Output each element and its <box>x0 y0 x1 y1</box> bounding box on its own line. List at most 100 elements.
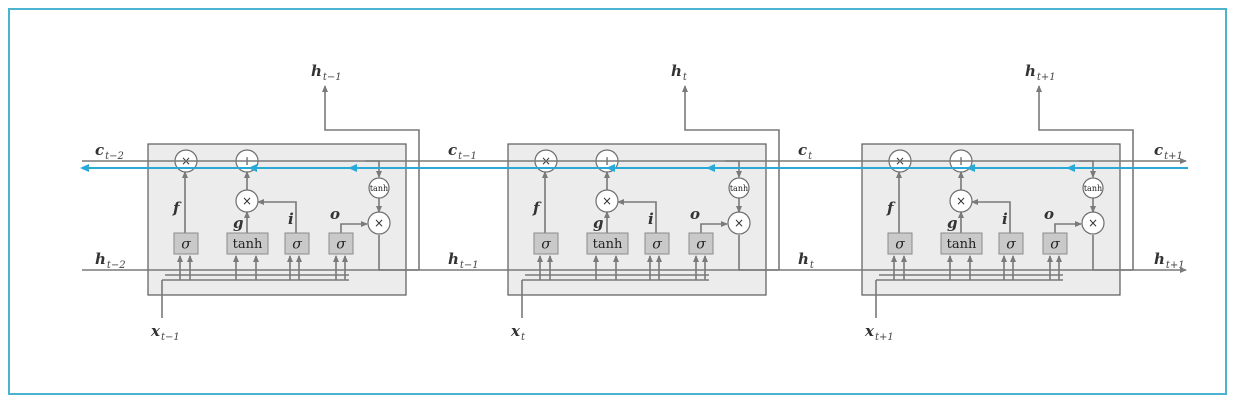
gate-letter-i: i <box>288 210 294 228</box>
h-output-label-sub: t−1 <box>323 72 342 83</box>
h-output-label-main: h <box>311 62 322 80</box>
input-multiply-symbol: × <box>242 194 252 208</box>
gate-letter-g: g <box>233 214 244 232</box>
x-input-label-main: x <box>864 322 875 340</box>
c-state-label-main: c <box>798 141 807 159</box>
sigma-i-label: σ <box>652 236 662 252</box>
x-input-label-main: x <box>510 322 521 340</box>
h-state-label-sub: t−1 <box>460 260 479 271</box>
x-input-label-sub: t <box>521 332 526 343</box>
output-multiply-circle <box>727 211 751 235</box>
output-gate-wire <box>700 221 728 233</box>
sigma-i-box <box>998 232 1024 255</box>
h-initial-label: ht−2 <box>95 250 126 271</box>
c-state-label: ct+1 <box>1154 141 1183 162</box>
input-multiply-circle <box>595 189 619 213</box>
input-gate-wire <box>257 199 297 233</box>
input-gate-wire <box>617 199 657 233</box>
h-output-label-main: h <box>1025 62 1036 80</box>
h-output-label: ht+1 <box>1025 62 1056 83</box>
sigma-o-label: σ <box>696 236 706 252</box>
sigma-o-box <box>1042 232 1068 255</box>
output-multiply-symbol: × <box>734 216 744 230</box>
cell-tanh-circle <box>1082 177 1104 199</box>
gate-letter-f: f <box>532 199 542 217</box>
h-up-wire <box>322 85 420 270</box>
sigma-f-label: σ <box>541 236 551 252</box>
tanh-g-label: tanh <box>947 237 977 252</box>
output-gate-wire <box>1054 221 1082 233</box>
h-output-label: ht <box>671 62 688 83</box>
x-input-label: xt <box>510 322 526 343</box>
h-state-label-sub: t <box>810 260 815 271</box>
h-output-label-main: h <box>671 62 682 80</box>
gate-letter-o: o <box>330 205 340 223</box>
c-initial-label-sub: t−2 <box>105 151 124 162</box>
h-output-label-sub: t+1 <box>1037 72 1056 83</box>
h-state-label: ht+1 <box>1154 250 1185 271</box>
sigma-f-label: σ <box>895 236 905 252</box>
tanh-g-box <box>940 232 983 255</box>
x-input-label: xt−1 <box>150 322 180 343</box>
sigma-i-box <box>284 232 310 255</box>
c-initial-label-main: c <box>95 141 104 159</box>
tanh-g-label: tanh <box>233 237 263 252</box>
c-state-label-main: c <box>1154 141 1163 159</box>
output-gate-wire <box>340 221 368 233</box>
sigma-o-box <box>688 232 714 255</box>
gate-letter-i: i <box>1002 210 1008 228</box>
c-state-label: ct <box>798 141 813 162</box>
output-multiply-circle <box>1081 211 1105 235</box>
output-multiply-symbol: × <box>374 216 384 230</box>
cell-tanh-circle <box>728 177 750 199</box>
input-multiply-symbol: × <box>602 194 612 208</box>
h-up-wire <box>682 85 780 270</box>
h-state-label-main: h <box>798 250 809 268</box>
gate-letter-o: o <box>690 205 700 223</box>
input-multiply-circle <box>235 189 259 213</box>
c-state-label-sub: t−1 <box>458 151 477 162</box>
tanh-g-box <box>226 232 269 255</box>
c-state-label: ct−1 <box>448 141 477 162</box>
x-input-label-sub: t+1 <box>875 332 894 343</box>
x-input-label: xt+1 <box>864 322 894 343</box>
tanh-g-label: tanh <box>593 237 623 252</box>
sigma-o-label: σ <box>336 236 346 252</box>
sigma-i-label: σ <box>1006 236 1016 252</box>
x-input-label-main: x <box>150 322 161 340</box>
h-up-wire <box>1036 85 1134 270</box>
input-multiply-circle <box>949 189 973 213</box>
h-state-label-main: h <box>1154 250 1165 268</box>
c-state-label-main: c <box>448 141 457 159</box>
c-state-label-sub: t <box>808 151 813 162</box>
input-gate-wire <box>971 199 1011 233</box>
x-input-label-sub: t−1 <box>161 332 180 343</box>
sigma-f-label: σ <box>181 236 191 252</box>
h-state-label: ht <box>798 250 815 271</box>
c-state-label-sub: t+1 <box>1164 151 1183 162</box>
sigma-f-box <box>173 232 199 255</box>
sigma-i-box <box>644 232 670 255</box>
sigma-i-label: σ <box>292 236 302 252</box>
h-initial-label-sub: t−2 <box>107 260 126 271</box>
output-multiply-symbol: × <box>1088 216 1098 230</box>
sigma-f-box <box>887 232 913 255</box>
gate-letter-f: f <box>172 199 182 217</box>
gate-letter-o: o <box>1044 205 1054 223</box>
cell-tanh-label: tanh <box>370 184 388 193</box>
output-multiply-circle <box>367 211 391 235</box>
h-initial-label-main: h <box>95 250 106 268</box>
cell-tanh-label: tanh <box>1084 184 1102 193</box>
h-state-label-sub: t+1 <box>1166 260 1185 271</box>
gate-letter-g: g <box>947 214 958 232</box>
cell-tanh-circle <box>368 177 390 199</box>
h-state-label: ht−1 <box>448 250 479 271</box>
h-output-label: ht−1 <box>311 62 342 83</box>
gate-letter-g: g <box>593 214 604 232</box>
gate-letter-i: i <box>648 210 654 228</box>
cell-tanh-label: tanh <box>730 184 748 193</box>
